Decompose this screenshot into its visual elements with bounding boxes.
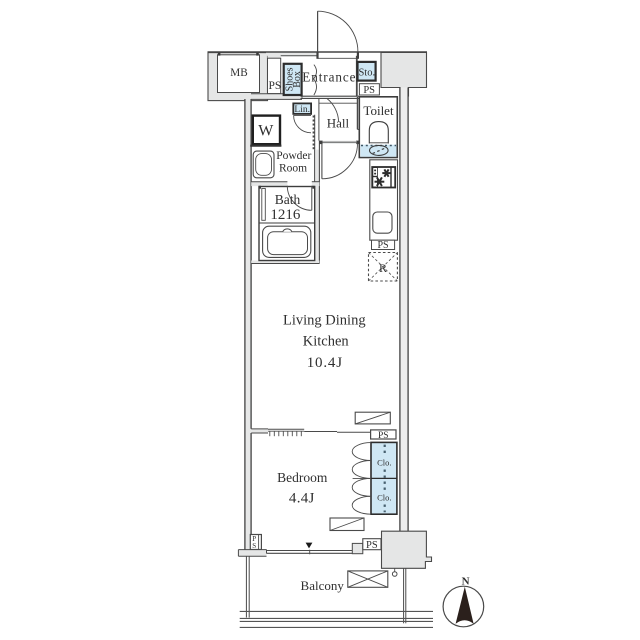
svg-text:Powder: Powder: [276, 150, 311, 162]
svg-text:Clo.: Clo.: [377, 493, 391, 503]
svg-text:Bedroom: Bedroom: [277, 470, 328, 485]
svg-text:Room: Room: [279, 162, 307, 174]
svg-text:R: R: [379, 261, 387, 275]
svg-text:PS: PS: [377, 240, 388, 251]
svg-text:Bath: Bath: [275, 192, 301, 207]
svg-text:PS: PS: [363, 85, 375, 96]
svg-text:Toilet: Toilet: [363, 103, 394, 118]
svg-text:PS: PS: [269, 80, 282, 92]
svg-text:1216: 1216: [270, 207, 301, 223]
svg-text:S: S: [252, 542, 256, 550]
svg-text:MB: MB: [230, 67, 247, 79]
svg-text:Lin.: Lin.: [294, 105, 310, 115]
svg-text:P: P: [252, 535, 256, 543]
svg-text:10.4J: 10.4J: [307, 355, 343, 371]
svg-text:PS: PS: [366, 540, 378, 551]
svg-text:Kitchen: Kitchen: [303, 333, 350, 349]
svg-text:PS: PS: [378, 431, 389, 441]
svg-text:N: N: [462, 576, 470, 588]
svg-text:Sto.: Sto.: [358, 67, 375, 78]
svg-text:Balcony: Balcony: [301, 578, 345, 593]
svg-text:4.4J: 4.4J: [289, 490, 315, 506]
svg-text:Clo.: Clo.: [377, 458, 391, 468]
svg-text:Shoes: Shoes: [285, 67, 296, 91]
svg-text:Box: Box: [292, 71, 303, 88]
svg-text:W: W: [258, 123, 274, 140]
svg-text:Living Dining: Living Dining: [283, 312, 366, 328]
svg-text:Hall: Hall: [327, 116, 350, 131]
svg-text:Entrance: Entrance: [302, 70, 356, 85]
